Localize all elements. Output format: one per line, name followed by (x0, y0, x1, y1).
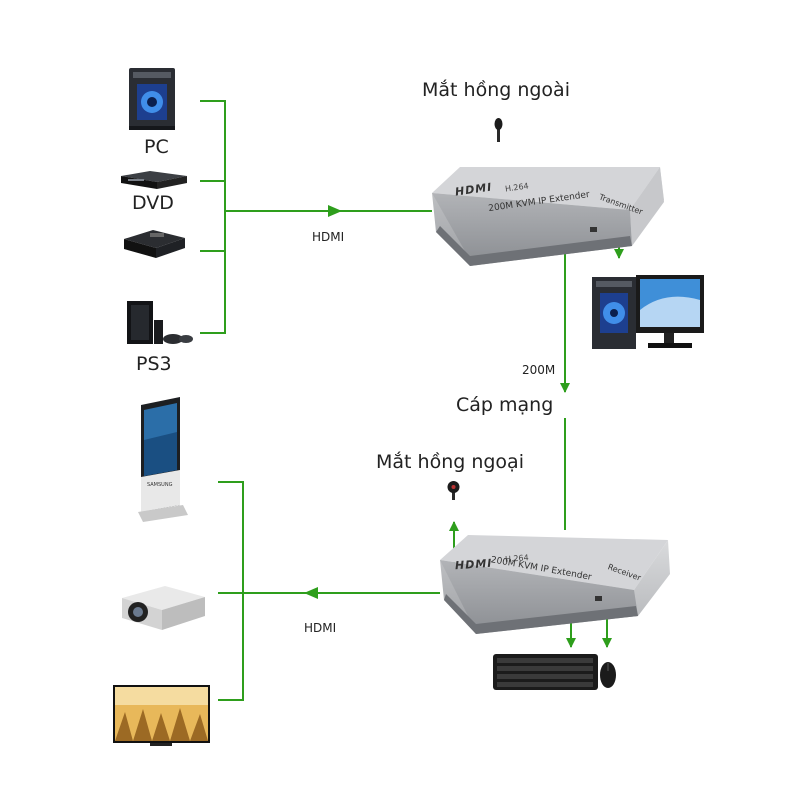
hdmi-output-label: HDMI (304, 621, 337, 635)
television-icon (113, 685, 210, 746)
hdmi-output-arrow (304, 587, 318, 599)
set-top-box-icon (124, 230, 185, 258)
rx-brand-logo: HDMI (454, 556, 493, 573)
mouse-icon (600, 662, 616, 688)
network-cable-label: Cáp mạng (456, 394, 554, 416)
receiver-device (440, 535, 670, 634)
signage-brand-label: SAMSUNG (147, 482, 173, 488)
digital-signage-icon (138, 397, 188, 522)
rx-ir-label: Mắt hồng ngoại (376, 451, 524, 473)
hdmi-input-arrow (328, 205, 342, 217)
local-monitor-icon (636, 275, 704, 348)
ir-sensor-tx-icon (494, 118, 503, 142)
ps3-console-icon (127, 301, 193, 344)
distance-label: 200M (522, 363, 556, 377)
output-bus-wire (218, 481, 440, 701)
ir-sensor-rx-icon (447, 481, 460, 500)
hdmi-input-label: HDMI (312, 230, 345, 244)
tx-ir-label: Mắt hồng ngoài (422, 79, 570, 101)
source-label-dvd: DVD (132, 192, 174, 214)
source-label-pc: PC (144, 136, 169, 158)
pc-tower-icon (129, 68, 175, 130)
projector-icon (122, 586, 205, 630)
source-bus-wire (200, 100, 432, 334)
transmitter-device (432, 167, 664, 266)
source-label-ps3: PS3 (136, 353, 172, 375)
local-pc-tower-icon (592, 277, 636, 349)
keyboard-icon (493, 654, 598, 690)
dvd-player-icon (121, 171, 187, 189)
